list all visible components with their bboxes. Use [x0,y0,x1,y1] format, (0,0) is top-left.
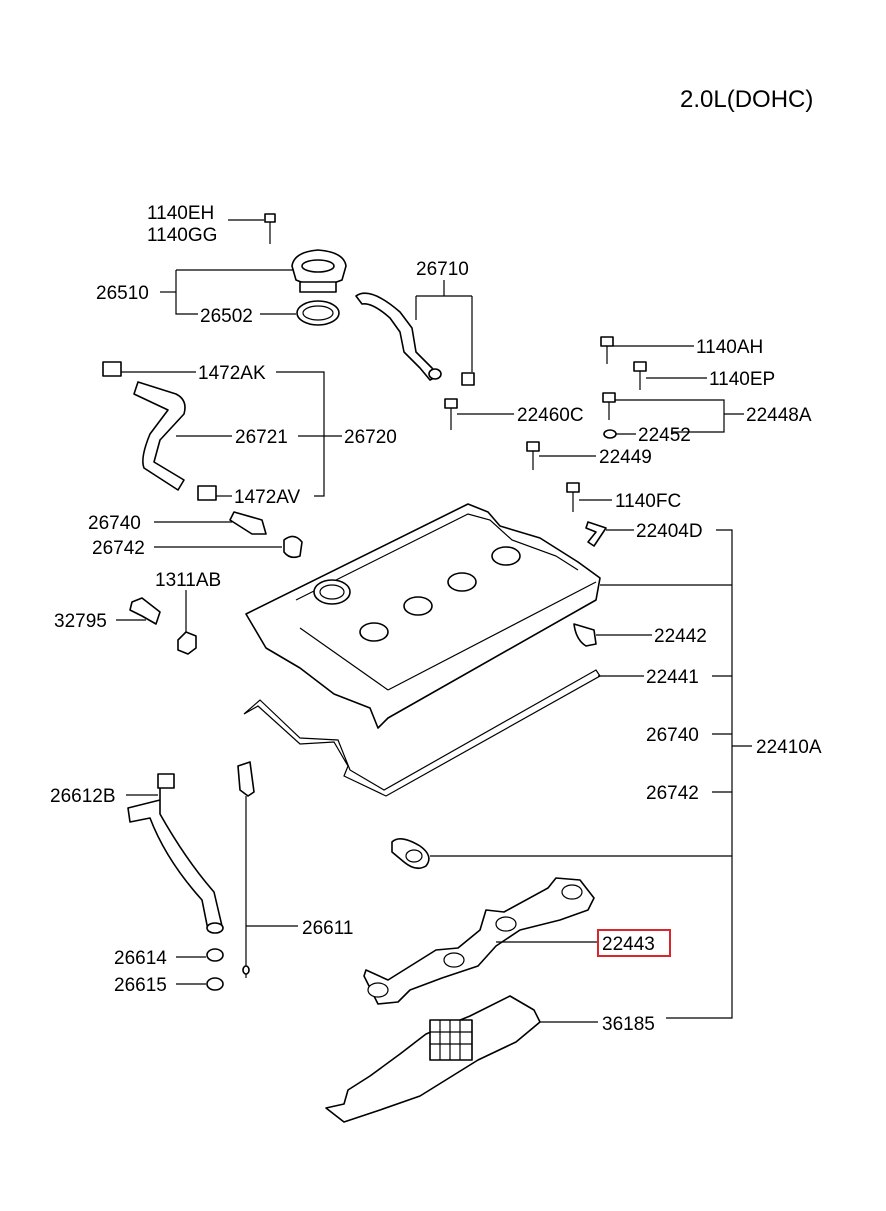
label-26742-right[interactable]: 26742 [646,783,699,804]
bolt-22448a-icon [602,392,616,420]
bolt-1140fc-icon [566,482,580,512]
nut-1311ab-icon [177,631,197,655]
label-1140eh[interactable]: 1140EH [147,203,214,224]
label-22443[interactable]: 22443 [602,934,655,955]
label-26740-right[interactable]: 26740 [646,725,699,746]
bolt-1140eh-icon [264,213,276,244]
label-32795[interactable]: 32795 [54,611,107,632]
pcv-valve-icon [229,511,267,535]
label-22449[interactable]: 22449 [599,447,652,468]
hose-26721-icon [133,381,186,491]
label-1140gg[interactable]: 1140GG [147,225,217,246]
label-26611[interactable]: 26611 [302,918,353,939]
label-1472av[interactable]: 1472AV [234,487,301,508]
label-36185[interactable]: 36185 [602,1014,655,1035]
clamp-1472ak-icon [102,361,122,377]
ignition-cover-36185-icon [325,995,541,1123]
engine-title: 2.0L(DOHC) [680,86,813,113]
bolt-1140ah-icon [600,336,614,364]
oil-level-gauge-icon [237,761,255,978]
label-26614[interactable]: 26614 [114,948,167,969]
breather-hose-26710-icon [355,292,439,381]
label-22441[interactable]: 22441 [646,667,699,688]
bolt-22460c-icon [444,398,458,430]
hose-clip-icon [461,372,475,386]
seal-22442-icon [573,623,597,647]
label-22448a[interactable]: 22448A [746,405,812,426]
pcv-grommet-icon [283,535,303,559]
label-22452[interactable]: 22452 [638,425,691,446]
plug-seal-ring-icon [391,838,430,870]
washer-22452-icon [603,429,617,439]
label-26721[interactable]: 26721 [235,427,288,448]
bolt-22449-icon [526,441,540,470]
label-1140ep[interactable]: 1140EP [709,369,775,390]
label-1472ak[interactable]: 1472AK [198,363,266,384]
highlight-box [597,929,671,957]
label-1140fc[interactable]: 1140FC [615,491,681,512]
clamp-1472av-icon [197,485,217,501]
oil-filler-cap-icon [291,249,347,293]
label-22442[interactable]: 22442 [654,626,707,647]
label-26742-top[interactable]: 26742 [92,538,145,559]
label-26720[interactable]: 26720 [344,427,397,448]
plug-hole-gasket-22443-icon [363,877,595,1005]
gauge-tube-26612b-icon [127,773,224,934]
o-ring-26614-icon [206,948,224,962]
bracket-32795-icon [129,597,161,625]
leader-lines [116,219,752,1023]
label-26615[interactable]: 26615 [114,975,167,996]
label-1140ah[interactable]: 1140AH [696,337,763,358]
label-22410a[interactable]: 22410A [756,737,822,758]
label-22460c[interactable]: 22460C [517,405,584,426]
bolt-1140ep-icon [633,361,647,390]
label-26710[interactable]: 26710 [416,259,469,280]
part-number-labels: 1140EH 1140GG 26510 26502 26710 1140AH 1… [50,203,822,1035]
o-ring-26615-icon [206,977,224,991]
label-1311ab[interactable]: 1311AB [155,570,221,591]
label-26510[interactable]: 26510 [96,283,149,304]
label-22404d[interactable]: 22404D [636,521,703,542]
rocker-cover-icon [245,503,601,729]
label-26502[interactable]: 26502 [200,306,253,327]
label-26612b[interactable]: 26612B [50,786,116,807]
breather-pipe-22404d-icon [585,521,607,547]
label-26740-top[interactable]: 26740 [88,513,141,534]
